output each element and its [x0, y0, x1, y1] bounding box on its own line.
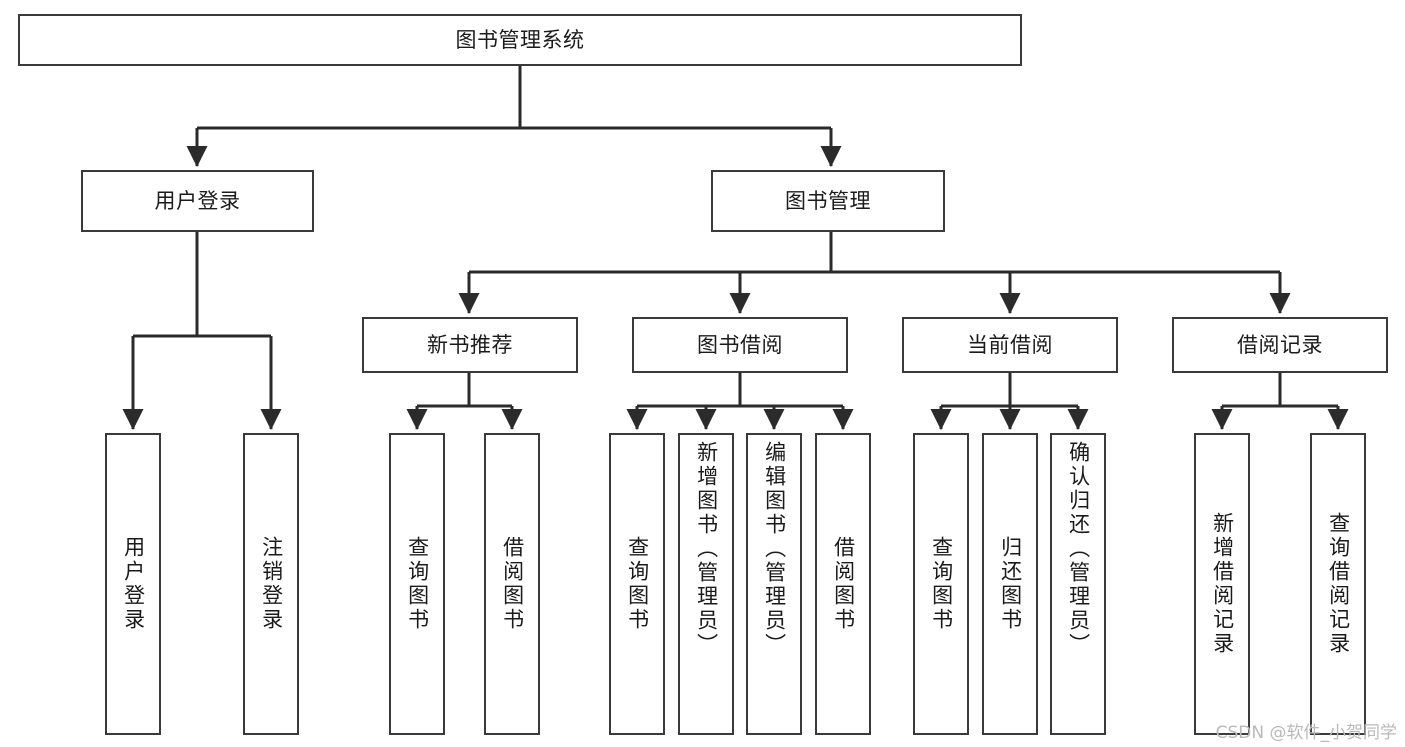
- node-book-borrow-label: 图书借阅: [697, 332, 783, 357]
- node-leaf-query-book-borrow[interactable]: 查询图书: [609, 433, 665, 735]
- node-leaf-query-book-borrow-label: 查询图书: [625, 536, 650, 632]
- node-book-manage[interactable]: 图书管理: [711, 170, 945, 232]
- node-user-login-label: 用户登录: [154, 188, 241, 213]
- node-leaf-edit-book-label: 编辑图书（管理员）: [762, 441, 787, 657]
- node-leaf-return-book[interactable]: 归还图书: [982, 433, 1038, 735]
- node-leaf-query-book-current-label: 查询图书: [929, 536, 954, 632]
- node-leaf-borrow-book-new[interactable]: 借阅图书: [484, 433, 540, 735]
- node-borrow-record-label: 借阅记录: [1237, 332, 1323, 357]
- node-leaf-confirm-return[interactable]: 确认归还（管理员）: [1050, 433, 1106, 735]
- node-leaf-add-book[interactable]: 新增图书（管理员）: [678, 433, 734, 735]
- node-current-borrow-label: 当前借阅: [967, 332, 1053, 357]
- node-leaf-add-book-label: 新增图书（管理员）: [694, 441, 719, 657]
- node-leaf-return-book-label: 归还图书: [998, 536, 1023, 632]
- node-leaf-user-login-label: 用户登录: [121, 536, 146, 632]
- node-leaf-query-book-new-label: 查询图书: [405, 536, 430, 632]
- csdn-watermark: CSDN @软件_小贺同学: [1215, 723, 1397, 743]
- node-leaf-add-borrow-record-label: 新增借阅记录: [1210, 512, 1235, 656]
- node-current-borrow[interactable]: 当前借阅: [902, 317, 1118, 373]
- node-leaf-borrow-book[interactable]: 借阅图书: [815, 433, 871, 735]
- node-root[interactable]: 图书管理系统: [18, 14, 1022, 66]
- node-leaf-query-borrow-record[interactable]: 查询借阅记录: [1310, 433, 1366, 735]
- node-root-label: 图书管理系统: [455, 27, 585, 52]
- node-leaf-user-login[interactable]: 用户登录: [105, 433, 161, 735]
- node-book-manage-label: 图书管理: [785, 188, 871, 213]
- node-user-login[interactable]: 用户登录: [81, 170, 314, 232]
- node-leaf-query-book-new[interactable]: 查询图书: [389, 433, 445, 735]
- node-new-book-recommend[interactable]: 新书推荐: [362, 317, 578, 373]
- node-leaf-query-borrow-record-label: 查询借阅记录: [1326, 512, 1351, 656]
- node-leaf-logout-label: 注销登录: [259, 536, 284, 632]
- node-leaf-edit-book[interactable]: 编辑图书（管理员）: [746, 433, 802, 735]
- node-leaf-borrow-book-label: 借阅图书: [831, 536, 856, 632]
- node-leaf-borrow-book-new-label: 借阅图书: [500, 536, 525, 632]
- node-leaf-add-borrow-record[interactable]: 新增借阅记录: [1194, 433, 1250, 735]
- node-leaf-query-book-current[interactable]: 查询图书: [913, 433, 969, 735]
- node-leaf-logout[interactable]: 注销登录: [243, 433, 299, 735]
- node-leaf-confirm-return-label: 确认归还（管理员）: [1066, 441, 1091, 657]
- node-new-book-recommend-label: 新书推荐: [427, 332, 513, 357]
- node-book-borrow[interactable]: 图书借阅: [632, 317, 848, 373]
- node-borrow-record[interactable]: 借阅记录: [1172, 317, 1388, 373]
